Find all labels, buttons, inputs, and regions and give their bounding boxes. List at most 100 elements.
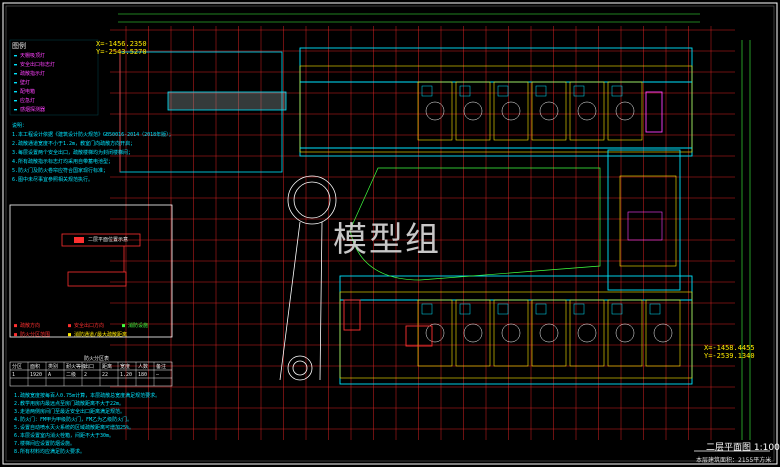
classroom [607,81,643,141]
note-line: 1.本工程设计依据《建筑设计防火规范》GB50016-2014（2018年版）； [12,132,174,138]
toilet-block [421,85,433,97]
legend-item: ▬ 配电箱 [14,88,35,96]
schedule-header: 面积 [30,364,41,370]
legend-label: 应急灯 [20,98,36,104]
legend-title: 图例 [12,42,26,50]
schedule-cell: 1920 [30,372,43,378]
schedule-cell: 2 [84,372,88,378]
legend-label: 安全出口标志灯 [20,62,56,68]
desk-cluster [615,323,635,343]
toilet-block [459,303,471,315]
watermark: 模型组 [333,220,441,260]
keymap-legend-item: ■ 防火分区范围 [14,332,51,338]
keymap-legend-item: ■ 消防设施 [122,323,149,329]
schedule-header: 分区 [12,364,23,370]
note-line: 4.所有疏散指示标志灯均采用自带蓄电池型； [12,159,114,165]
right-link-wing [607,149,681,291]
schedule-header: 备注 [156,364,167,370]
note-line: 3.每层设置两个安全出口，疏散楼梯均为封闭楼梯间； [12,150,134,156]
legend-item: ▬ 应急灯 [14,97,35,105]
keymap-legend-item: ■ 安全出口方向 [68,323,105,329]
legend-label: 疏散指示灯 [20,71,46,77]
spiral-ramp [279,175,337,381]
toilet-block [573,303,585,315]
legend-panel [9,39,99,116]
toilet-block [611,303,623,315]
connecting-corridor [119,51,287,173]
classroom [493,81,529,141]
courtyard-path [349,167,601,281]
note-line: 2.疏散通道宽度不小于1.2m，教室门向疏散方向开启； [12,141,136,147]
legend-item: ▬ 天棚吸顶灯 [14,52,45,60]
smoke-detector-icon: ▬ [14,107,21,113]
schedule-cell: 180 [138,372,148,378]
classroom [493,299,529,367]
bottom-note-line: 4.防火门：FM甲为甲级防火门，FM乙为乙级防火门。 [14,417,133,423]
bottom-note-line: 5.设置自动喷水灭火系统的区域疏散距离可增加25%。 [14,425,135,431]
toilet-block [497,303,509,315]
legend-item: ▬ 壁灯 [14,79,30,87]
bottom-note-line: 7.楼梯间应设置防烟设施。 [14,441,76,447]
toilet-block [535,85,547,97]
schedule-header: 宽度 [120,364,131,370]
keymap-title: 二层平面位置示意 [88,237,129,243]
right-dimension-ruler [741,40,751,440]
axis-grid [110,26,735,440]
desk-cluster [539,101,559,121]
exit-sign-icon: ▬ [14,62,21,68]
drawing-title: 二层平面图 1:100 [706,443,780,453]
panel-icon: ▬ [14,89,21,95]
schedule-cell: 22 [102,372,109,378]
desk-cluster [425,101,445,121]
toilet-block [421,303,433,315]
classroom [569,81,605,141]
desk-cluster [463,101,483,121]
inner-frame [5,5,775,462]
schedule-header: 类别 [48,364,59,370]
legend-label: 天棚吸顶灯 [20,53,46,59]
evacuation-markers [343,91,663,347]
coord-label-top-left: X=-1456.2350 Y=-2543.5270 [96,40,147,56]
wall-lamp-icon: ▬ [14,80,21,86]
bottom-note-line: 8.所有材料均应满足防火要求。 [14,449,86,455]
bottom-note-line: 6.本层设置室内消火栓箱，间距不大于30m。 [14,433,115,439]
note-line: 5.防火门及防火卷帘应符合国家现行标准； [12,168,109,174]
upper-rooms [417,81,643,141]
toilet-block [535,303,547,315]
note-line: 6.图中未尽事宜参照相关规范执行。 [12,177,94,183]
toilet-block [497,85,509,97]
note-line: 说明： [12,123,28,129]
schedule-cell: 1.20 [120,372,133,378]
desk-cluster [425,323,445,343]
legend-label: 感烟探测器 [20,107,46,113]
keymap-legend-item: ■ 消防通道/最大疏散距离 [68,332,128,338]
desk-cluster [539,323,559,343]
classroom [607,299,643,367]
drawing-subtitle: 本层建筑面积：2155平方米 [696,457,772,464]
coord-label-bottom-right: X=-1458.4455 Y=-2539.1340 [704,344,755,360]
bottom-note-line: 3.走道两侧房间门至最近安全出口距离满足规范。 [14,409,126,415]
bottom-note-line: 2.教学用房内最远点至房门疏散距离不大于22m。 [14,401,125,407]
desk-cluster [577,101,597,121]
schedule-cell: 二级 [66,372,77,378]
schedule-header: 耐火等级 [66,364,87,370]
classroom [455,299,491,367]
keymap-legend-item: ■ 疏散方向 [14,323,41,329]
legend-item: ▬ 感烟探测器 [14,106,45,114]
toilet-block [649,303,661,315]
legend-item: ▬ 疏散指示灯 [14,70,45,78]
desk-cluster [615,101,635,121]
desk-cluster [577,323,597,343]
legend-label: 配电箱 [20,89,36,95]
toilet-block [459,85,471,97]
classroom [531,81,567,141]
schedule-columns [27,362,155,386]
schedule-header: 出口 [84,364,95,370]
classroom [531,299,567,367]
classroom [645,299,681,367]
lower-rooms [417,299,681,367]
desk-cluster [501,323,521,343]
classroom [455,81,491,141]
schedule-header: 距离 [102,364,113,370]
